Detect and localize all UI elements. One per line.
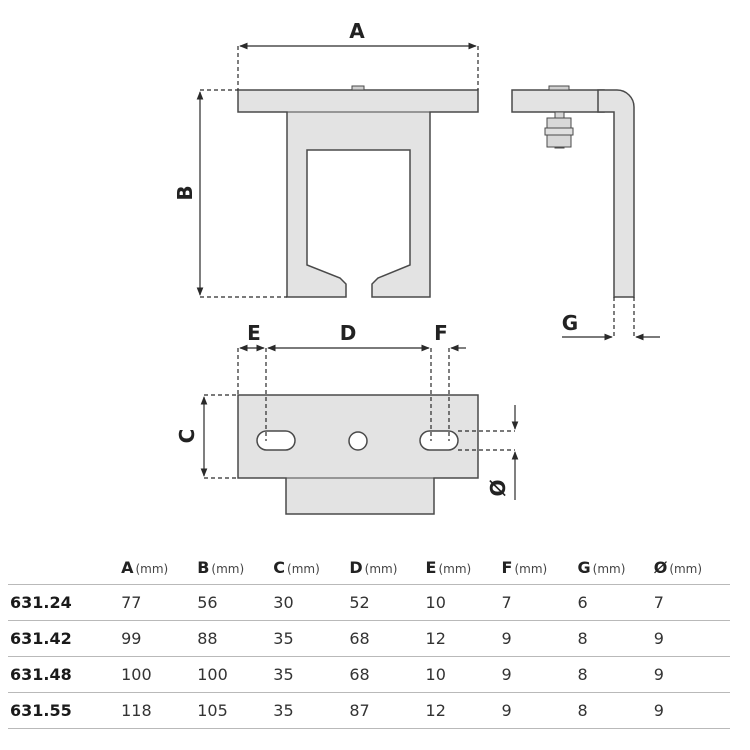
- table-cell: 100: [197, 665, 228, 684]
- table-cell: 100: [121, 665, 152, 684]
- table-cell: 8: [577, 701, 588, 720]
- table-cell: 87: [349, 701, 370, 720]
- table-header-row: A(mm) B(mm) C(mm) D(mm) E(mm) F(mm) G(mm…: [8, 550, 730, 585]
- dim-label-c: C: [175, 429, 199, 444]
- dim-label-diameter: Ø: [486, 479, 510, 496]
- table-cell: 7: [501, 593, 512, 612]
- column-letter: B: [197, 557, 210, 577]
- dim-label-f: F: [434, 321, 448, 345]
- technical-drawing: A B G E D F: [173, 19, 660, 515]
- table-cell: 9: [501, 665, 512, 684]
- table-cell: 9: [501, 629, 512, 648]
- front-view: A B: [173, 19, 479, 298]
- row-code: 631.48: [10, 665, 72, 684]
- column-letter: F: [501, 557, 513, 577]
- table-cell: 9: [653, 665, 664, 684]
- table-header-empty: [8, 550, 121, 585]
- table-header-g: G(mm): [578, 550, 654, 585]
- table-cell: 9: [501, 701, 512, 720]
- column-letter: C: [273, 557, 286, 577]
- table-header-diameter: Ø(mm): [654, 550, 730, 585]
- table-header-a: A(mm): [121, 550, 197, 585]
- dim-label-b: B: [173, 185, 197, 200]
- table-cell: 35: [273, 701, 294, 720]
- column-letter: Ø: [653, 557, 668, 577]
- column-letter: E: [425, 557, 437, 577]
- column-letter: D: [349, 557, 363, 577]
- column-letter: A: [121, 557, 134, 577]
- side-view-nut-middle: [544, 127, 574, 136]
- column-unit: (mm): [135, 561, 169, 576]
- column-unit: (mm): [669, 561, 703, 576]
- side-view-plate: [511, 89, 605, 113]
- table-cell: 12: [425, 629, 446, 648]
- table-cell: 68: [349, 629, 370, 648]
- table-header-b: B(mm): [197, 550, 273, 585]
- dim-label-e: E: [247, 321, 261, 345]
- top-view-plate: [237, 394, 479, 515]
- table-cell: 77: [121, 593, 142, 612]
- table-cell: 9: [653, 629, 664, 648]
- row-code: 631.42: [10, 629, 72, 648]
- dim-label-g: G: [562, 311, 578, 335]
- row-code: 631.55: [10, 701, 72, 720]
- side-view-bolt-head: [548, 85, 570, 91]
- table-header-e: E(mm): [426, 550, 502, 585]
- table-cell: 6: [577, 593, 588, 612]
- dim-label-d: D: [340, 321, 357, 345]
- column-unit: (mm): [287, 561, 320, 576]
- column-unit: (mm): [364, 561, 398, 576]
- column-unit: (mm): [592, 561, 626, 576]
- column-letter: G: [577, 557, 591, 577]
- dimensions-table: A(mm) B(mm) C(mm) D(mm) E(mm) F(mm) G(mm…: [8, 550, 730, 729]
- table-row: 631.48 100 100 35 68 10 9 8 9: [8, 656, 730, 693]
- table-cell: 12: [425, 701, 446, 720]
- table-row: 631.55 118 105 35 87 12 9 8 9: [8, 692, 730, 729]
- slot-left: [256, 430, 296, 451]
- table-cell: 35: [273, 629, 294, 648]
- table-cell: 35: [273, 665, 294, 684]
- table-cell: 10: [425, 665, 446, 684]
- side-view-hook: [597, 89, 635, 298]
- table-cell: 10: [425, 593, 446, 612]
- table-cell: 8: [577, 665, 588, 684]
- table-cell: 68: [349, 665, 370, 684]
- row-code: 631.24: [10, 593, 72, 612]
- table-row: 631.24 77 56 30 52 10 7 6 7: [8, 584, 730, 621]
- top-view: E D F C Ø: [175, 321, 519, 515]
- center-hole: [348, 431, 368, 451]
- table-cell: 56: [197, 593, 218, 612]
- column-unit: (mm): [514, 561, 548, 576]
- dim-label-a: A: [349, 19, 365, 43]
- table-cell: 118: [121, 701, 152, 720]
- slot-right: [419, 430, 459, 451]
- table-header-c: C(mm): [273, 550, 349, 585]
- table-cell: 52: [349, 593, 370, 612]
- column-unit: (mm): [211, 561, 245, 576]
- table-cell: 9: [653, 701, 664, 720]
- table-cell: 99: [121, 629, 142, 648]
- table-cell: 30: [273, 593, 294, 612]
- table-header-d: D(mm): [349, 550, 425, 585]
- table-header-f: F(mm): [502, 550, 578, 585]
- side-view-nut-upper: [546, 117, 572, 129]
- side-view-nut-lower: [546, 134, 572, 148]
- side-view: G: [511, 85, 660, 341]
- front-view-nut: [351, 85, 365, 91]
- table-cell: 88: [197, 629, 218, 648]
- table-cell: 8: [577, 629, 588, 648]
- front-view-bracket: [237, 89, 479, 298]
- column-unit: (mm): [438, 561, 472, 576]
- table-cell: 7: [653, 593, 664, 612]
- table-cell: 105: [197, 701, 228, 720]
- table-row: 631.42 99 88 35 68 12 9 8 9: [8, 620, 730, 657]
